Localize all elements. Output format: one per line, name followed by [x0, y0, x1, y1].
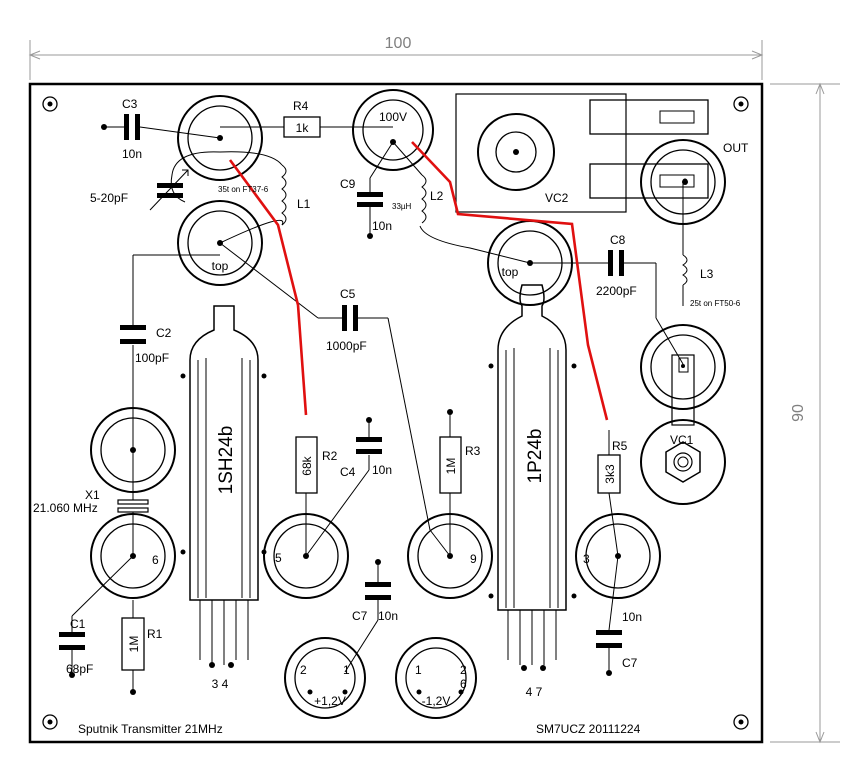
- width-dimension-label: 100: [385, 35, 412, 52]
- l2-inductor: [421, 174, 427, 224]
- c8-value: 2200pF: [596, 284, 637, 298]
- pin9-label: 9: [470, 552, 477, 566]
- pad-battery-negative: [395, 637, 477, 719]
- tube-left-pins: 3 4: [212, 677, 229, 691]
- vc2-ref: VC2: [545, 191, 569, 205]
- bat-pos-pin-b: 1: [343, 663, 350, 677]
- x1-ref: X1: [85, 488, 100, 502]
- r2-resistor: [295, 436, 318, 494]
- c4-value: 10n: [372, 463, 392, 477]
- tube-1p24b-body: [488, 284, 577, 671]
- trimmer-capacitor: [149, 169, 189, 211]
- bat-neg-label: -1,2V: [422, 694, 451, 708]
- tube-1sh24b-body: [180, 305, 267, 668]
- pin3-label: 3: [583, 552, 590, 566]
- board-outline: [28, 82, 764, 744]
- c1-capacitor: [59, 632, 85, 650]
- c8-ref: C8: [610, 233, 626, 247]
- c4-capacitor: [356, 437, 382, 454]
- l1-inductor: [281, 164, 287, 226]
- pad-hv-100v: [352, 89, 434, 171]
- pin5-label: 5: [275, 551, 282, 565]
- vc2-capacitor: [455, 93, 709, 213]
- c5-capacitor: [335, 305, 375, 331]
- c5-value: 1000pF: [326, 339, 367, 353]
- trimmer-value: 5-20pF: [90, 191, 128, 205]
- footer-right: SM7UCZ 20111224: [536, 722, 641, 736]
- r4-value: 1k: [296, 121, 310, 135]
- pad-vc1-rotor: [640, 324, 726, 410]
- c9-ref: C9: [340, 177, 356, 191]
- c5-ref: C5: [340, 287, 356, 301]
- dimension-height: 90: [770, 82, 840, 744]
- c7-right-ref: C7: [622, 656, 638, 670]
- tube-right-pins: 4 7: [526, 685, 543, 699]
- c7-right-value: 10n: [622, 610, 642, 624]
- l1-ref: L1: [297, 197, 311, 211]
- c8-capacitor: [608, 250, 632, 276]
- c3-capacitor: [124, 114, 140, 140]
- r5-resistor: [597, 430, 621, 494]
- x1-crystal: [117, 499, 149, 513]
- mounting-holes: [42, 96, 749, 730]
- vc1-capacitor: [640, 354, 726, 505]
- c2-ref: C2: [156, 326, 172, 340]
- c7-right-capacitor: [596, 630, 622, 648]
- l2-value: 33µH: [392, 202, 412, 211]
- c3-value: 10n: [122, 147, 142, 161]
- c2-value: 100pF: [135, 351, 169, 365]
- hv-label: 100V: [379, 110, 407, 124]
- r1-ref: R1: [147, 627, 163, 641]
- l3-note: 25t on FT50-6: [690, 299, 741, 308]
- r4-ref: R4: [293, 99, 309, 113]
- out-label: OUT: [723, 141, 749, 155]
- tube-right-name: 1P24b: [525, 429, 546, 484]
- r5-ref: R5: [612, 439, 628, 453]
- c7-left-capacitor: [365, 582, 391, 600]
- c4-ref: C4: [340, 465, 356, 479]
- wiring: [69, 124, 684, 695]
- c7-left-ref: C7: [352, 609, 368, 623]
- bat-neg-pin-c: 6: [460, 677, 467, 691]
- r1-resistor: [121, 617, 145, 671]
- c9-capacitor: [357, 178, 383, 216]
- r2-value: 68k: [300, 455, 314, 475]
- c1-ref: C1: [70, 617, 86, 631]
- pad-battery-positive: [284, 637, 366, 719]
- l2-ref: L2: [430, 189, 444, 203]
- bat-pos-label: +1,2V: [314, 694, 346, 708]
- tube-left-name: 1SH24b: [216, 426, 237, 495]
- bat-neg-pin-b: 2: [460, 663, 467, 677]
- pad-grid-top-left: [177, 95, 263, 181]
- bat-pos-pin-a: 2: [300, 663, 307, 677]
- top-right-label: top: [502, 265, 519, 279]
- c7-left-value: 10n: [378, 609, 398, 623]
- height-dimension-label: 90: [790, 404, 807, 422]
- vc1-ref: VC1: [670, 433, 694, 447]
- footer-left: Sputnik Transmitter 21MHz: [78, 722, 223, 736]
- r3-resistor: [439, 436, 462, 494]
- pin6-label: 6: [152, 553, 159, 567]
- c3-ref: C3: [122, 97, 138, 111]
- l3-inductor: [682, 254, 688, 286]
- dimension-width: 100: [28, 35, 764, 80]
- l1-note: 35t on FT37-6: [218, 185, 269, 194]
- r5-value: 3k3: [603, 464, 617, 484]
- top-left-label: top: [212, 259, 229, 273]
- c9-value: 10n: [372, 219, 392, 233]
- c1-value: 68pF: [66, 662, 93, 676]
- red-jumper-wires: [228, 141, 609, 421]
- l3-ref: L3: [700, 267, 714, 281]
- bat-neg-pin-a: 1: [415, 663, 422, 677]
- r3-value: 1M: [444, 458, 458, 475]
- r3-ref: R3: [465, 444, 481, 458]
- c2-capacitor: [120, 325, 146, 344]
- r2-ref: R2: [322, 449, 338, 463]
- r1-value: 1M: [127, 636, 141, 653]
- r4-resistor: [283, 116, 321, 138]
- x1-value: 21.060 MHz: [33, 501, 98, 515]
